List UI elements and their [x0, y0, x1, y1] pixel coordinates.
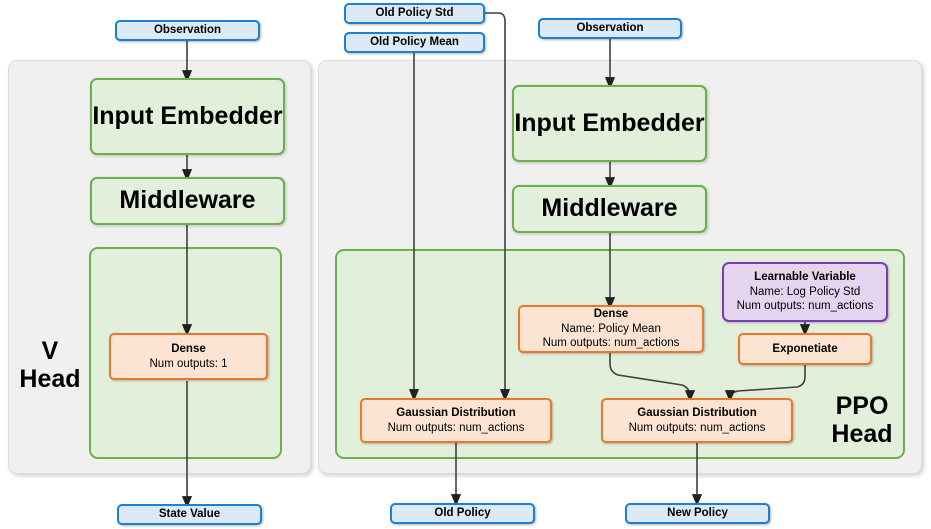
gaussian-old-num-outputs: Num outputs: num_actions: [387, 421, 525, 434]
gaussian-new-title: Gaussian Distribution: [637, 407, 757, 420]
learnable-variable-name: Name: Log Policy Std: [749, 285, 861, 298]
input-old-policy-std-label: Old Policy Std: [375, 7, 454, 20]
v-head-middleware-label: Middleware: [119, 186, 256, 215]
input-old-policy-mean[interactable]: Old Policy Mean: [344, 32, 485, 53]
v-head-middleware[interactable]: Middleware: [90, 177, 285, 225]
learnable-variable-num-outputs: Num outputs: num_actions: [736, 300, 874, 313]
input-observation-right[interactable]: Observation: [538, 18, 682, 39]
ppo-head-gaussian-new[interactable]: Gaussian Distribution Num outputs: num_a…: [601, 398, 793, 443]
input-observation-left-label: Observation: [153, 24, 222, 37]
ppo-head-dense-title: Dense: [593, 308, 629, 321]
input-observation-right-label: Observation: [576, 22, 644, 35]
v-head-input-embedder[interactable]: Input Embedder: [90, 78, 285, 155]
ppo-head-region-label: PPO Head: [831, 392, 893, 448]
ppo-head-exponetiate[interactable]: Exponetiate: [738, 333, 872, 365]
output-state-value[interactable]: State Value: [117, 504, 262, 525]
ppo-head-gaussian-old[interactable]: Gaussian Distribution Num outputs: num_a…: [360, 398, 552, 443]
gaussian-old-title: Gaussian Distribution: [396, 407, 516, 420]
learnable-variable-title: Learnable Variable: [754, 271, 856, 284]
input-old-policy-mean-label: Old Policy Mean: [370, 36, 459, 49]
output-old-policy[interactable]: Old Policy: [390, 503, 535, 524]
v-head-input-embedder-label: Input Embedder: [92, 101, 283, 130]
output-state-value-label: State Value: [158, 508, 221, 521]
v-head-dense-num-outputs: Num outputs: 1: [149, 357, 228, 370]
ppo-head-dense-name: Name: Policy Mean: [561, 322, 661, 335]
input-old-policy-std[interactable]: Old Policy Std: [344, 3, 485, 24]
ppo-head-input-embedder-label: Input Embedder: [514, 108, 705, 137]
ppo-head-middleware[interactable]: Middleware: [512, 185, 707, 233]
v-head-dense-title: Dense: [171, 343, 206, 356]
exponetiate-label: Exponetiate: [772, 342, 838, 355]
v-head-dense[interactable]: Dense Num outputs: 1: [109, 333, 268, 380]
input-observation-left[interactable]: Observation: [115, 20, 260, 41]
output-new-policy[interactable]: New Policy: [625, 503, 770, 524]
ppo-head-learnable-variable[interactable]: Learnable Variable Name: Log Policy Std …: [722, 262, 888, 322]
ppo-head-input-embedder[interactable]: Input Embedder: [512, 85, 707, 162]
gaussian-new-num-outputs: Num outputs: num_actions: [628, 421, 766, 434]
ppo-head-middleware-label: Middleware: [541, 194, 678, 223]
output-old-policy-label: Old Policy: [434, 507, 491, 520]
ppo-head-dense-num-outputs: Num outputs: num_actions: [542, 337, 680, 350]
output-new-policy-label: New Policy: [667, 507, 728, 520]
ppo-head-dense-policy-mean[interactable]: Dense Name: Policy Mean Num outputs: num…: [518, 305, 704, 353]
v-head-region-label: V Head: [19, 337, 81, 393]
